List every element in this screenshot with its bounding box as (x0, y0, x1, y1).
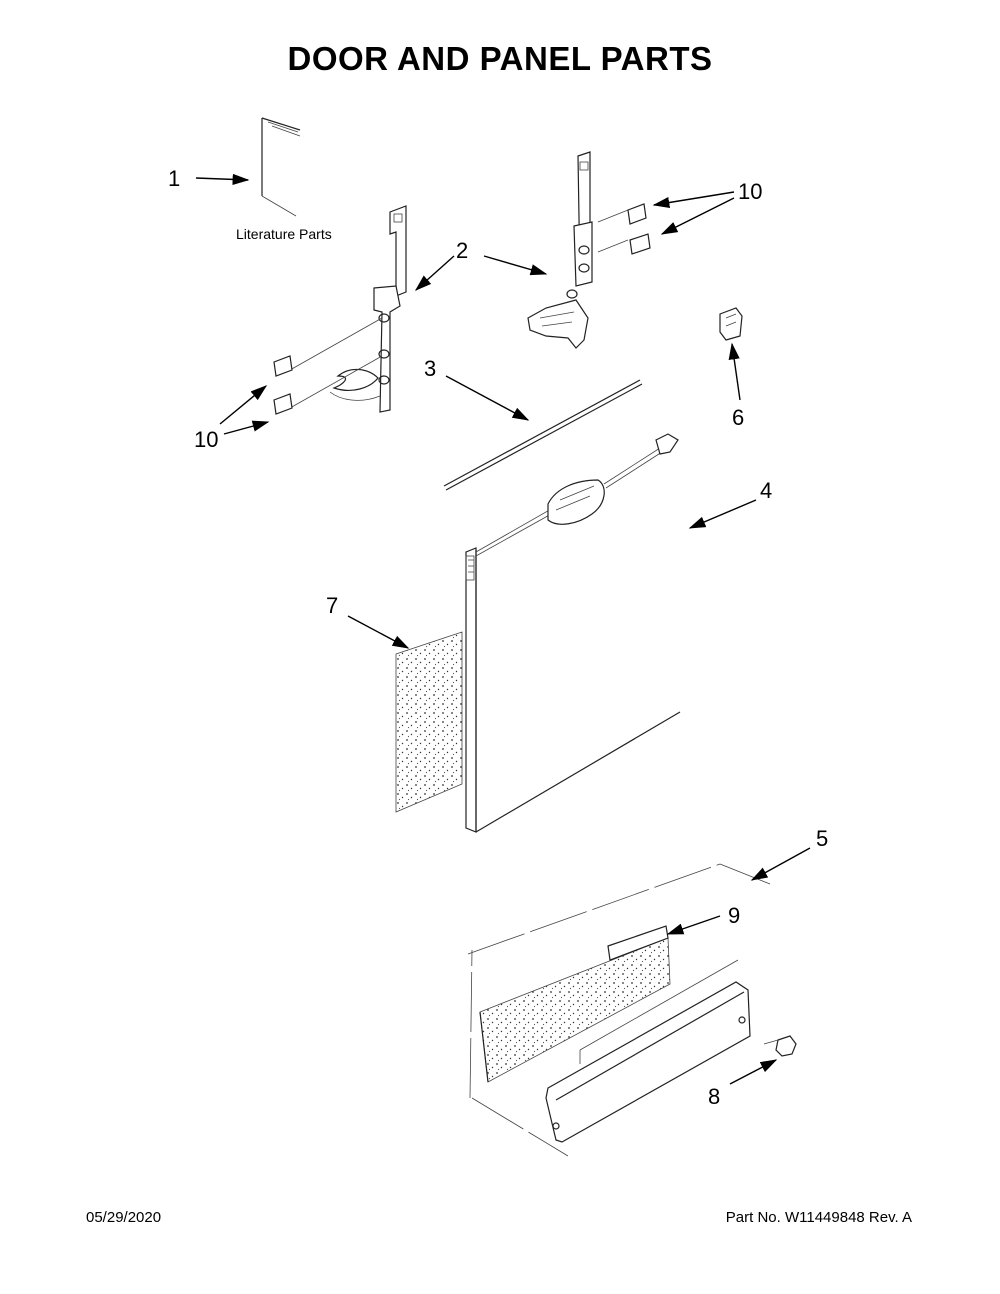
arrow-3 (445, 375, 530, 421)
arrow-10-bottom-a (219, 385, 268, 425)
right-screws (627, 203, 651, 255)
toe-panel-assembly (467, 863, 771, 1157)
arrow-1 (195, 173, 250, 186)
literature-part: Literature Parts (236, 117, 332, 242)
footer-date: 05/29/2020 (86, 1209, 162, 1226)
footer-part-number: Part No. W11449848 Rev. A (725, 1209, 912, 1226)
arrow-5 (750, 847, 811, 881)
arrow-9 (666, 915, 721, 935)
arrow-10-bottom-b (223, 420, 270, 435)
callout-2: 2 (456, 238, 468, 263)
right-hinge-assembly (527, 151, 629, 349)
callout-10-bottom: 10 (194, 427, 218, 452)
insulation-part (395, 631, 463, 813)
callout-3: 3 (424, 356, 436, 381)
rod-part (443, 379, 643, 491)
left-hinge-assembly (289, 205, 407, 413)
arrow-4 (688, 499, 757, 529)
literature-parts-label: Literature Parts (236, 226, 332, 242)
callout-7: 7 (326, 593, 338, 618)
callout-1: 1 (168, 166, 180, 191)
left-screws (273, 355, 293, 415)
arrow-10-top-a (652, 191, 735, 209)
callout-6: 6 (732, 405, 744, 430)
arrow-6 (728, 342, 741, 401)
callout-4: 4 (760, 478, 772, 503)
arrow-8 (729, 1059, 778, 1085)
arrow-7 (347, 615, 410, 649)
arrow-2-right (483, 255, 548, 276)
callout-8: 8 (708, 1084, 720, 1109)
door-clip-part (719, 307, 743, 341)
page-title: DOOR AND PANEL PARTS (287, 40, 713, 77)
door-panel (465, 433, 681, 833)
callout-5: 5 (816, 826, 828, 851)
toe-panel-screw (763, 1035, 797, 1057)
callout-9: 9 (728, 903, 740, 928)
arrow-10-top-b (660, 197, 735, 235)
arrow-2-left (414, 255, 455, 291)
callout-10-top: 10 (738, 179, 762, 204)
